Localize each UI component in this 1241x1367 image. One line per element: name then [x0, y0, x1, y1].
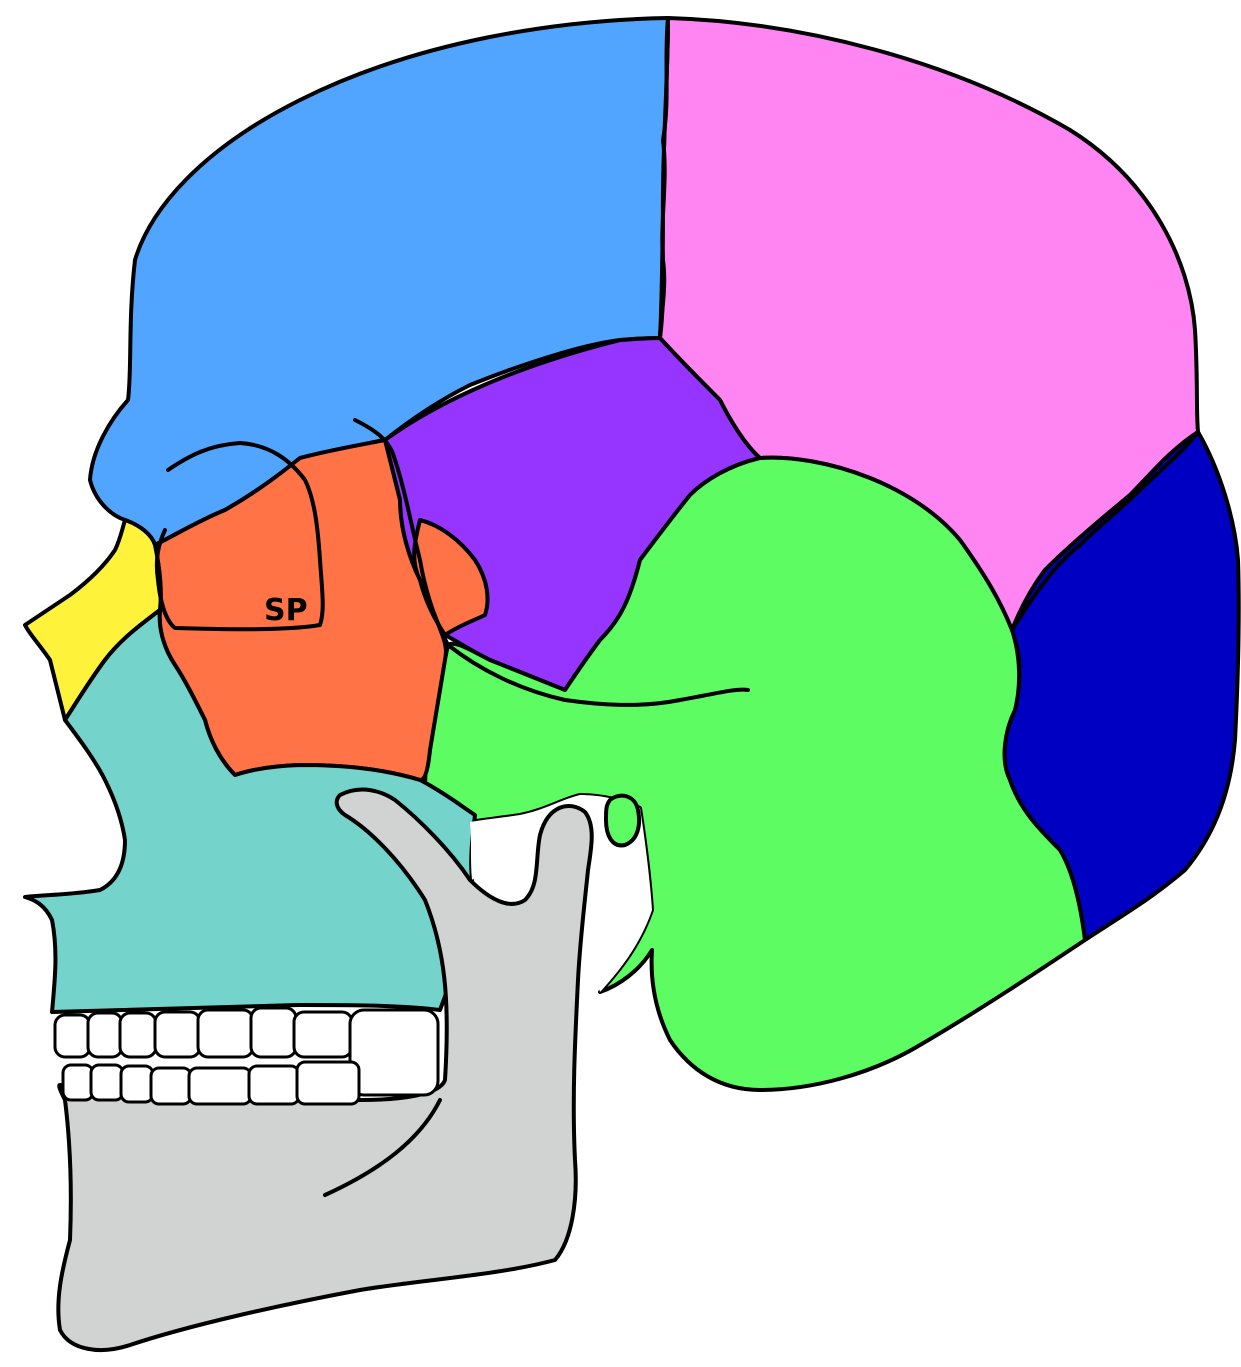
lower-tooth — [91, 1065, 123, 1100]
lower-tooth — [189, 1068, 251, 1104]
lower-tooth — [249, 1066, 299, 1104]
upper-tooth — [55, 1015, 90, 1057]
upper-tooth — [88, 1013, 122, 1057]
upper-tooth — [155, 1012, 200, 1057]
lower-teeth — [63, 1062, 359, 1104]
sp-label: SP — [264, 593, 308, 628]
upper-tooth — [198, 1010, 253, 1057]
upper-tooth — [294, 1012, 352, 1057]
lower-tooth — [121, 1066, 153, 1102]
lower-tooth — [297, 1062, 359, 1104]
upper-tooth — [120, 1013, 156, 1057]
upper-tooth — [350, 1010, 438, 1095]
mastoid-process — [606, 796, 639, 846]
upper-tooth — [251, 1008, 296, 1057]
lower-tooth — [151, 1068, 191, 1104]
lower-tooth — [63, 1065, 93, 1100]
